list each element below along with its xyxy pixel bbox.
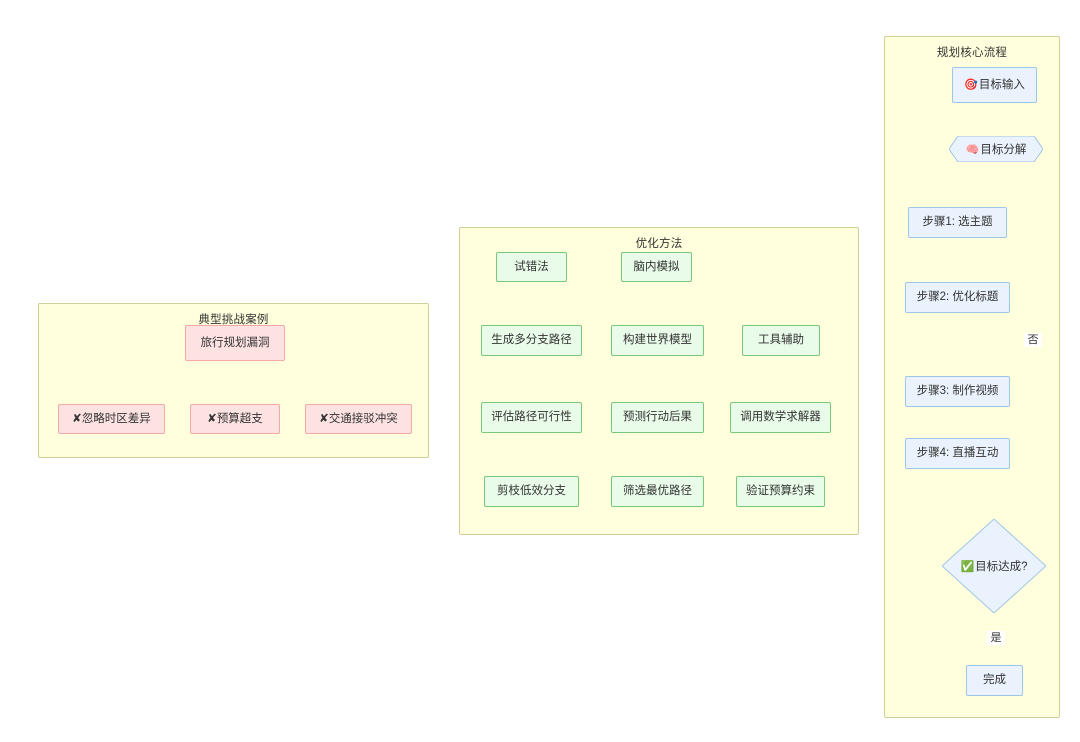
target-icon: 🎯 [964, 77, 978, 91]
node-step-2-label: 步骤2: 优化标题 [916, 291, 999, 304]
node-prune-branches[interactable]: 剪枝低效分支 [484, 476, 579, 507]
node-select-optimal-path-label: 筛选最优路径 [623, 485, 692, 498]
node-step-4[interactable]: 步骤4: 直播互动 [905, 438, 1010, 469]
subgraph-core-process-title: 规划核心流程 [936, 47, 1008, 59]
node-trial-error-label: 试错法 [514, 260, 549, 273]
node-done-label: 完成 [983, 674, 1006, 687]
node-goal-input[interactable]: 🎯 目标输入 [952, 67, 1037, 103]
cross-icon: ✘ [207, 412, 217, 425]
node-goal-reached-label: 目标达成? [975, 561, 1028, 573]
node-goal-input-label: 目标输入 [978, 78, 1025, 91]
diamond-shape [942, 519, 1046, 613]
node-multi-branch-paths[interactable]: 生成多分支路径 [481, 325, 582, 356]
edge-label-yes: 是 [987, 631, 1005, 646]
hexagon-shape [949, 136, 1043, 162]
node-call-math-solver-label: 调用数学求解器 [740, 411, 821, 424]
node-challenge-transit[interactable]: ✘ 交通接驳冲突 [305, 404, 412, 434]
node-step-4-label: 步骤4: 直播互动 [916, 447, 999, 460]
subgraph-optimization-title: 优化方法 [635, 238, 683, 250]
node-step-1[interactable]: 步骤1: 选主题 [908, 207, 1007, 238]
node-prune-branches-label: 剪枝低效分支 [497, 485, 566, 498]
node-travel-plan-gap-label: 旅行规划漏洞 [200, 336, 270, 349]
node-verify-budget[interactable]: 验证预算约束 [736, 476, 825, 507]
node-challenge-budget[interactable]: ✘ 预算超支 [190, 404, 280, 434]
cross-icon: ✘ [319, 412, 329, 425]
node-goal-decompose[interactable]: 🧠目标分解 [949, 136, 1043, 162]
node-challenge-timezone[interactable]: ✘ 忽略时区差异 [58, 404, 165, 434]
check-mark-icon: ✅ [960, 560, 975, 573]
subgraph-challenges-title: 典型挑战案例 [198, 314, 269, 326]
edge-label-no: 否 [1024, 333, 1042, 348]
node-verify-budget-label: 验证预算约束 [746, 485, 815, 498]
node-build-world-model-label: 构建世界模型 [623, 334, 692, 347]
node-done[interactable]: 完成 [966, 665, 1023, 696]
node-goal-decompose-label: 目标分解 [980, 144, 1027, 156]
node-tool-assist-label: 工具辅助 [758, 334, 804, 347]
node-challenge-timezone-label: 忽略时区差异 [81, 412, 151, 425]
node-goal-reached-decision[interactable]: ✅目标达成? [942, 519, 1046, 613]
node-travel-plan-gap[interactable]: 旅行规划漏洞 [185, 325, 285, 361]
node-step-3[interactable]: 步骤3: 制作视频 [905, 376, 1010, 407]
node-tool-assist[interactable]: 工具辅助 [742, 325, 820, 356]
node-step-3-label: 步骤3: 制作视频 [916, 385, 999, 398]
node-select-optimal-path[interactable]: 筛选最优路径 [611, 476, 704, 507]
node-predict-consequences[interactable]: 预测行动后果 [611, 402, 704, 433]
node-multi-branch-paths-label: 生成多分支路径 [491, 334, 572, 347]
node-challenge-budget-label: 预算超支 [216, 412, 263, 425]
node-eval-path-feasibility-label: 评估路径可行性 [491, 411, 572, 424]
node-mental-simulation[interactable]: 脑内模拟 [621, 252, 692, 282]
node-eval-path-feasibility[interactable]: 评估路径可行性 [481, 402, 582, 433]
node-step-1-label: 步骤1: 选主题 [922, 216, 993, 229]
node-step-2[interactable]: 步骤2: 优化标题 [905, 282, 1010, 313]
node-build-world-model[interactable]: 构建世界模型 [611, 325, 704, 356]
node-predict-consequences-label: 预测行动后果 [623, 411, 692, 424]
brain-icon: 🧠 [965, 143, 980, 156]
cross-icon: ✘ [72, 412, 82, 425]
node-trial-error[interactable]: 试错法 [496, 252, 567, 282]
node-challenge-transit-label: 交通接驳冲突 [328, 412, 398, 425]
node-call-math-solver[interactable]: 调用数学求解器 [730, 402, 831, 433]
node-mental-simulation-label: 脑内模拟 [633, 260, 680, 273]
